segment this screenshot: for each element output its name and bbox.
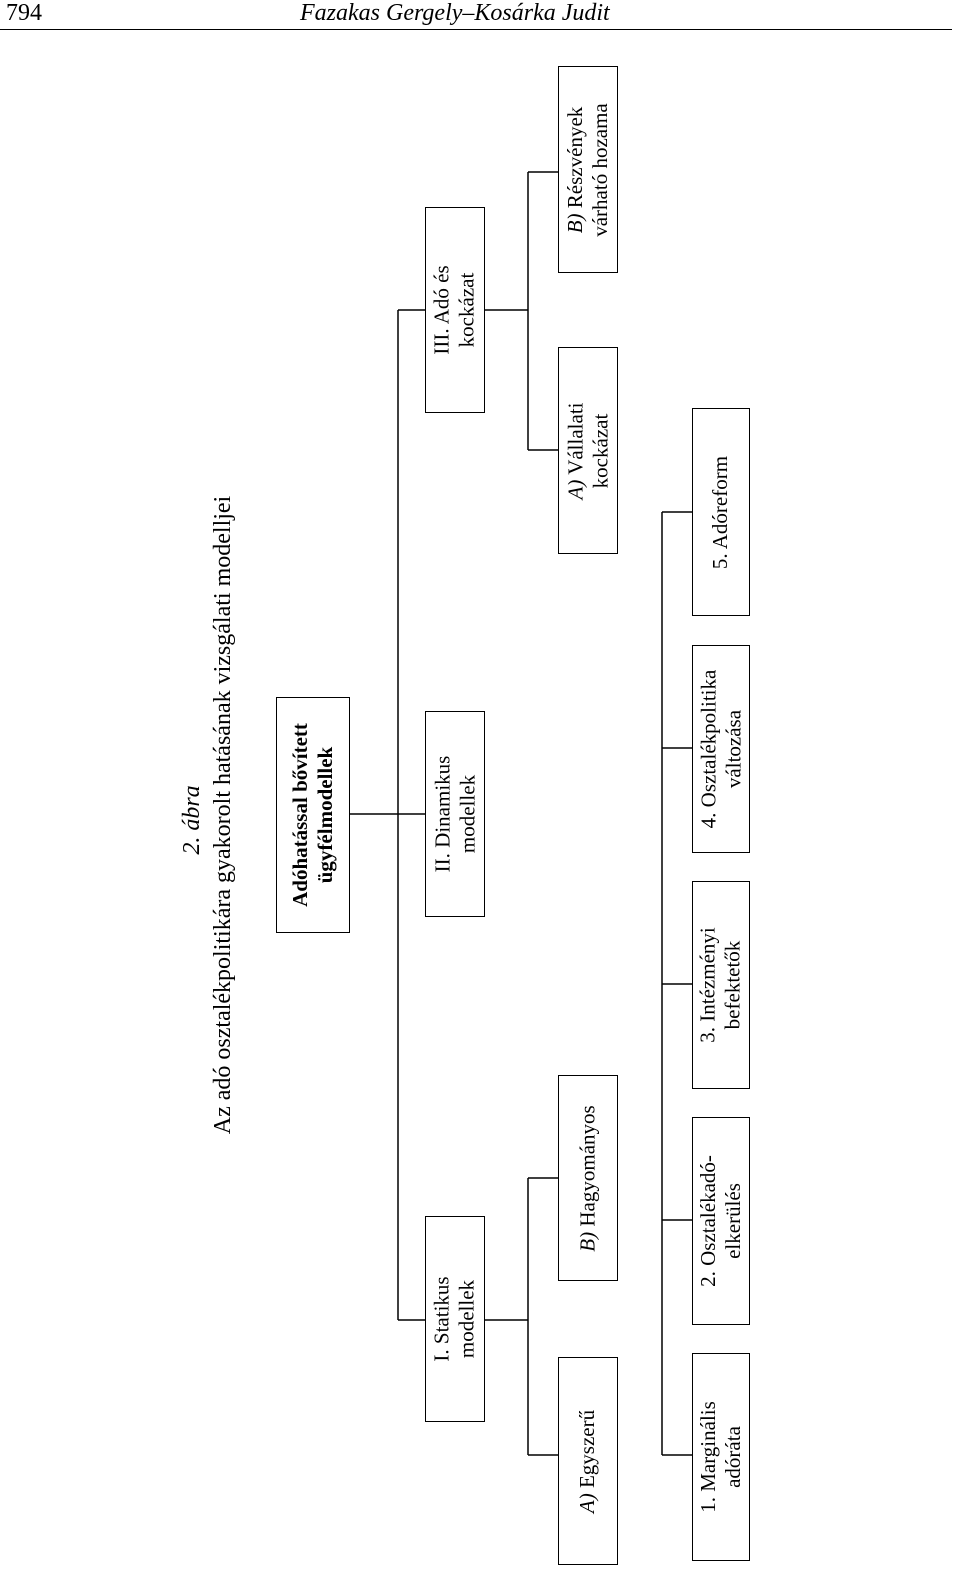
node-expected-stock-return: B) Részvények várható hozama <box>558 66 618 273</box>
node-dynamic-models: II. Dinamikus modellek <box>425 711 485 917</box>
page-number: 794 <box>6 0 42 26</box>
node-static-models: I. Statikus modellek <box>425 1216 485 1422</box>
node-corporate-risk: A) Vállalati kockázat <box>558 347 618 554</box>
node-tax-reform: 5. Adóreform <box>692 408 750 616</box>
running-head: Fazakas Gergely–Kosárka Judit <box>300 0 610 26</box>
node-dividend-policy-change: 4. Osztalékpolitika változása <box>692 645 750 853</box>
header-rule <box>0 29 952 30</box>
node-marginal-tax-rate: 1. Marginális adóráta <box>692 1353 750 1561</box>
root-node: Adóhatással bővített ügyfélmodellek <box>276 697 350 933</box>
node-institutional-investors: 3. Intézményi befektetők <box>692 881 750 1089</box>
node-traditional: B) Hagyományos <box>558 1075 618 1281</box>
node-tax-and-risk: III. Adó és kockázat <box>425 207 485 413</box>
node-dividend-tax-avoidance: 2. Osztalékadó- elkerülés <box>692 1117 750 1325</box>
page-header: 794 Fazakas Gergely–Kosárka Judit <box>0 0 960 32</box>
node-simple: A) Egyszerű <box>558 1357 618 1565</box>
